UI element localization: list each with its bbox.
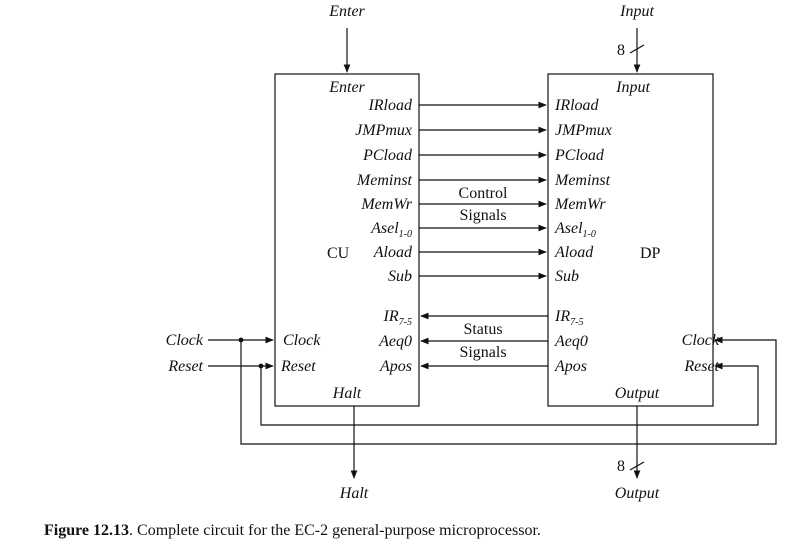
dp-port-name-2: Apos xyxy=(554,358,587,375)
cu-status-ports-2: Apos xyxy=(379,358,412,375)
input-external-label: Input xyxy=(619,3,654,20)
dp-reset-port: Reset xyxy=(683,358,719,375)
figure-caption-label: Figure 12.13 xyxy=(44,522,130,539)
dp-port-name-4: MemWr xyxy=(554,196,606,213)
cu-control-ports-3: Meminst xyxy=(356,172,413,189)
dp-port-name-7: Sub xyxy=(555,268,579,285)
cu-control-ports-2: PCload xyxy=(362,147,413,164)
cu-name: CU xyxy=(327,245,350,262)
dp-port-subscript-0: 7-5 xyxy=(570,317,583,328)
dp-port-subscript-5: 1-0 xyxy=(583,229,596,240)
cu-control-ports-6: Aload xyxy=(373,244,413,261)
dp-port-name-5: Asel xyxy=(554,220,583,237)
dp-port-name-2: PCload xyxy=(554,147,605,164)
cu-control-ports-1: JMPmux xyxy=(355,122,412,139)
cu-port-name-7: Sub xyxy=(388,268,412,285)
cu-control-ports-4: MemWr xyxy=(360,196,412,213)
dp-control-ports-3: Meminst xyxy=(554,172,611,189)
dp-box xyxy=(547,73,714,407)
cu-control-ports-5: Asel1-0 xyxy=(370,220,412,240)
dp-output-port: Output xyxy=(615,385,660,402)
cu-port-name-6: Aload xyxy=(373,244,413,261)
dp-input-port: Input xyxy=(615,79,650,96)
input-bus-slash xyxy=(629,44,645,54)
cu-port-name-0: IR xyxy=(383,308,399,325)
dp-port-name-0: IRload xyxy=(554,97,600,114)
cu-halt-port: Halt xyxy=(332,385,362,402)
dp-status-ports-0: IR7-5 xyxy=(554,308,583,328)
cu-port-subscript-5: 1-0 xyxy=(399,229,412,240)
dp-control-ports-5: Asel1-0 xyxy=(554,220,596,240)
cu-port-name-3: Meminst xyxy=(356,172,413,189)
dp-clock-port: Clock xyxy=(682,332,720,349)
reset-dp-wire xyxy=(260,362,759,426)
status-signals-label-2: Signals xyxy=(459,344,506,361)
clock-external-label: Clock xyxy=(166,332,204,349)
cu-control-ports-0: IRload xyxy=(367,97,413,114)
cu-reset-port: Reset xyxy=(280,358,316,375)
dp-status-ports-1: Aeq0 xyxy=(554,333,588,350)
cu-control-ports-7: Sub xyxy=(388,268,412,285)
enter-external-label: Enter xyxy=(328,3,365,20)
cu-port-subscript-0: 7-5 xyxy=(399,317,412,328)
cu-enter-port: Enter xyxy=(328,79,365,96)
output-external-label: Output xyxy=(615,485,660,502)
input-bus-width: 8 xyxy=(617,42,625,59)
cu-port-name-1: Aeq0 xyxy=(378,333,412,350)
cu-clock-port: Clock xyxy=(283,332,321,349)
cu-port-name-1: JMPmux xyxy=(355,122,412,139)
reset-external-label: Reset xyxy=(167,358,203,375)
figure-caption: Figure 12.13. Complete circuit for the E… xyxy=(44,522,541,540)
cu-port-name-0: IRload xyxy=(367,97,413,114)
dp-name: DP xyxy=(640,245,661,262)
circuit-diagram: Enter Input 8 Enter CU Clock Reset Halt … xyxy=(166,3,777,502)
dp-port-name-0: IR xyxy=(554,308,570,325)
cu-status-ports-1: Aeq0 xyxy=(378,333,412,350)
dp-port-name-6: Aload xyxy=(554,244,594,261)
halt-external-label: Halt xyxy=(339,485,369,502)
dp-port-name-3: Meminst xyxy=(554,172,611,189)
dp-control-ports-0: IRload xyxy=(554,97,600,114)
status-signals-label-1: Status xyxy=(463,321,502,338)
control-signals-label-2: Signals xyxy=(459,207,506,224)
cu-port-name-2: PCload xyxy=(362,147,413,164)
dp-control-ports-6: Aload xyxy=(554,244,594,261)
clock-dp-wire xyxy=(240,336,777,445)
figure-caption-text: . Complete circuit for the EC-2 general-… xyxy=(129,522,541,539)
dp-control-ports-4: MemWr xyxy=(554,196,606,213)
output-bus-slash xyxy=(629,461,645,471)
cu-port-name-5: Asel xyxy=(370,220,399,237)
cu-status-ports-0: IR7-5 xyxy=(383,308,412,328)
dp-control-ports-7: Sub xyxy=(555,268,579,285)
cu-port-name-4: MemWr xyxy=(360,196,412,213)
dp-status-ports-2: Apos xyxy=(554,358,587,375)
dp-port-name-1: JMPmux xyxy=(555,122,612,139)
dp-control-ports-2: PCload xyxy=(554,147,605,164)
output-bus-width: 8 xyxy=(617,458,625,475)
dp-port-name-1: Aeq0 xyxy=(554,333,588,350)
cu-port-name-2: Apos xyxy=(379,358,412,375)
control-signals-label-1: Control xyxy=(459,185,508,202)
cu-box xyxy=(274,73,420,407)
dp-control-ports-1: JMPmux xyxy=(555,122,612,139)
